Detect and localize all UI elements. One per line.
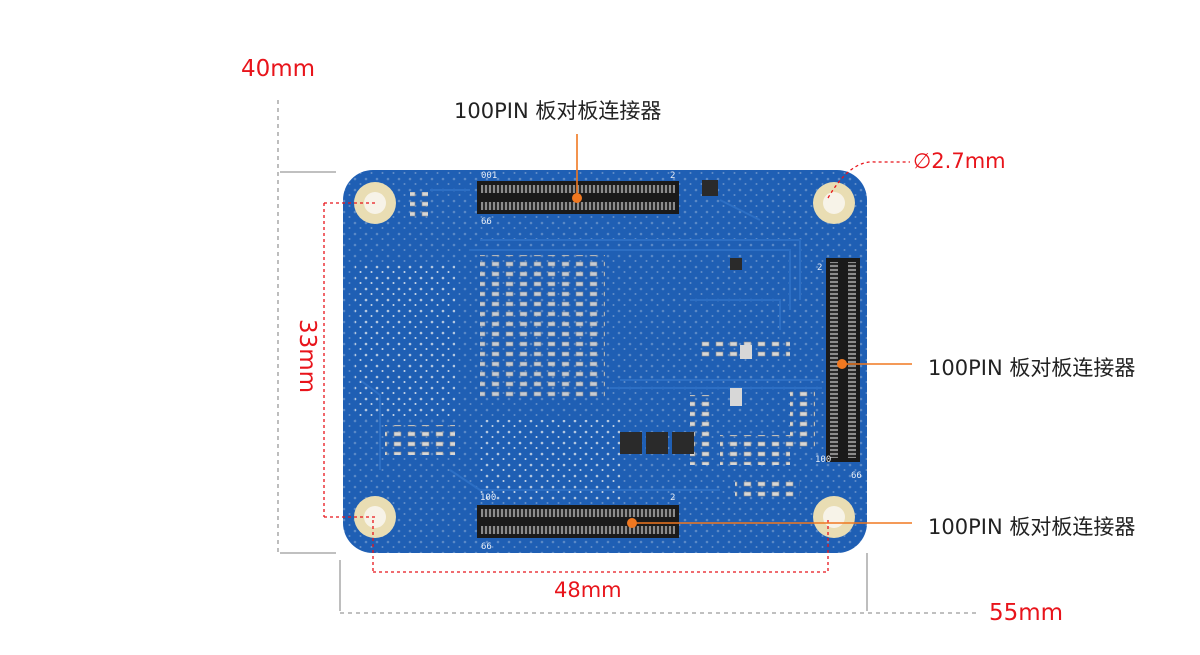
- outer-dimension-guides: [277, 100, 980, 614]
- hole-spacing-horizontal-label: 48mm: [554, 578, 622, 602]
- top-connector-callout: 100PIN 板对板连接器: [454, 99, 662, 123]
- silk-bottom-left: 100: [480, 493, 496, 503]
- height-total-label: 40mm: [241, 56, 316, 82]
- silk-right-top: 2: [817, 263, 822, 273]
- callout-dots: [572, 193, 847, 528]
- silk-right-corner: 66: [851, 471, 862, 481]
- connector-bottom: [477, 505, 679, 538]
- hole-diameter-label: ∅2.7mm: [913, 149, 1006, 173]
- silk-top-bottom-left: 66: [481, 217, 492, 227]
- callout-leaders: [576, 134, 912, 524]
- hole-spacing-vertical-label: 33mm: [294, 318, 321, 394]
- silk-right-bottom: 100: [815, 455, 831, 465]
- pcb-board: [343, 170, 867, 553]
- silk-bottom-under: 66: [481, 542, 492, 552]
- hole-spacing-lines: [323, 161, 910, 573]
- right-connector-callout: 100PIN 板对板连接器: [928, 356, 1136, 380]
- silk-top-left: 001: [481, 171, 497, 181]
- silk-top-right: 2: [670, 171, 675, 181]
- silk-bottom-right: 2: [670, 493, 675, 503]
- width-total-label: 55mm: [989, 600, 1064, 626]
- bottom-connector-callout: 100PIN 板对板连接器: [928, 515, 1136, 539]
